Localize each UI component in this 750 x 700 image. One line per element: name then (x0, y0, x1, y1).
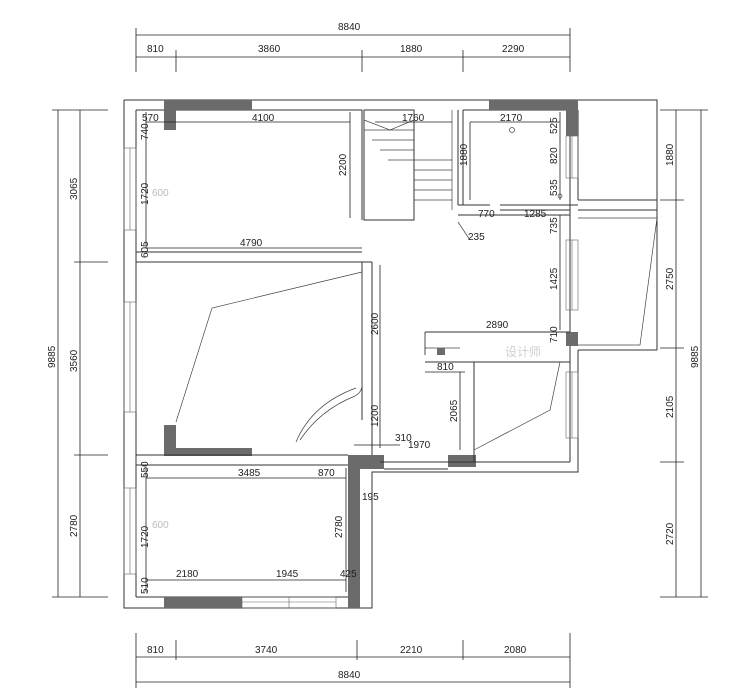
column-bottom-left (164, 597, 242, 608)
dim-2180: 2180 (176, 569, 199, 580)
interior-dimension-lines (145, 112, 561, 592)
column-bottom-right-cap (360, 455, 384, 469)
column-mid-left (164, 425, 176, 448)
watermark-text: 设计师 (505, 345, 541, 359)
dim-1720-top: 1720 (140, 182, 151, 205)
dim-4790: 4790 (240, 238, 263, 249)
bottom-dim-3: 2210 (400, 645, 423, 656)
dim-4100: 4100 (252, 113, 275, 124)
dim-710: 710 (549, 326, 560, 343)
top-dim-3: 1880 (400, 44, 423, 55)
top-dim-1: 810 (147, 44, 164, 55)
dim-1285: 1285 (524, 209, 547, 220)
column-bottom-right-wall (348, 455, 360, 608)
dim-235: 235 (468, 232, 485, 243)
dim-1760: 1760 (402, 113, 425, 124)
dim-1945: 1945 (276, 569, 299, 580)
right-dim-3: 2105 (665, 395, 676, 418)
right-dim-4: 2720 (665, 522, 676, 545)
dim-1200: 1200 (370, 404, 381, 427)
dim-2890: 2890 (486, 320, 509, 331)
dim-770: 770 (478, 209, 495, 220)
windows (123, 135, 579, 609)
left-dim-3: 2780 (69, 514, 80, 537)
column-top-left-stub (164, 110, 176, 130)
dim-600-bottom: 600 (152, 520, 169, 531)
column-top-left (164, 100, 252, 110)
dim-570: 570 (142, 113, 159, 124)
dim-605: 605 (140, 241, 151, 258)
right-total-dim: 9885 (690, 345, 701, 368)
top-total-dim: 8840 (338, 22, 361, 33)
dim-3485: 3485 (238, 468, 261, 479)
dim-2200: 2200 (338, 153, 349, 176)
dim-2170: 2170 (500, 113, 523, 124)
dim-740: 740 (140, 123, 151, 140)
bottom-dim-2: 3740 (255, 645, 278, 656)
dim-535: 535 (549, 179, 560, 196)
top-dimension-chain: 8840 810 3860 1880 2290 (135, 22, 571, 72)
column-mid-left-wall (164, 448, 252, 456)
dim-810-inner: 810 (437, 362, 454, 373)
dim-820: 820 (549, 147, 560, 164)
dim-195: 195 (362, 492, 379, 503)
dim-1720-bottom: 1720 (140, 525, 151, 548)
dim-310: 310 (395, 433, 412, 444)
dim-1425: 1425 (549, 267, 560, 290)
dim-2600: 2600 (370, 312, 381, 335)
wall-columns (164, 100, 578, 608)
bottom-dim-4: 2080 (504, 645, 527, 656)
top-dim-2: 3860 (258, 44, 281, 55)
door-swings (175, 127, 658, 451)
left-total-dim: 9885 (47, 345, 58, 368)
dim-510: 510 (140, 577, 151, 594)
dim-1880-inner: 1880 (459, 143, 470, 166)
dim-550: 550 (140, 461, 151, 478)
right-dimension-chain: 9885 1880 2750 2105 2720 (660, 109, 708, 598)
column-bottom-mid (448, 455, 476, 467)
outer-walls (123, 99, 658, 609)
bottom-total-dim: 8840 (338, 670, 361, 681)
dim-735: 735 (549, 217, 560, 234)
dim-2780-inner: 2780 (334, 515, 345, 538)
left-dim-1: 3065 (69, 177, 80, 200)
fixture-icon (509, 127, 515, 133)
dim-425: 425 (340, 569, 357, 580)
top-dim-4: 2290 (502, 44, 525, 55)
stair-block (363, 109, 415, 221)
left-dimension-chain: 9885 3065 3560 2780 (47, 109, 108, 598)
dim-525: 525 (549, 117, 560, 134)
dim-2065: 2065 (449, 399, 460, 422)
interior-dimension-texts: 570 740 4100 1720 600 2200 605 4790 1760… (140, 113, 560, 594)
bottom-dim-1: 810 (147, 645, 164, 656)
column-top-right (489, 100, 578, 110)
column-top-right-stub (566, 110, 578, 136)
dim-870: 870 (318, 468, 335, 479)
column-right-mid (566, 332, 578, 346)
right-dim-2: 2750 (665, 267, 676, 290)
dim-600-top: 600 (152, 188, 169, 199)
left-dim-2: 3560 (69, 349, 80, 372)
bottom-dimension-chain: 810 3740 2210 2080 8840 (135, 633, 571, 688)
interior-walls (136, 109, 657, 470)
dim-1970: 1970 (408, 440, 431, 451)
right-dim-1: 1880 (665, 143, 676, 166)
